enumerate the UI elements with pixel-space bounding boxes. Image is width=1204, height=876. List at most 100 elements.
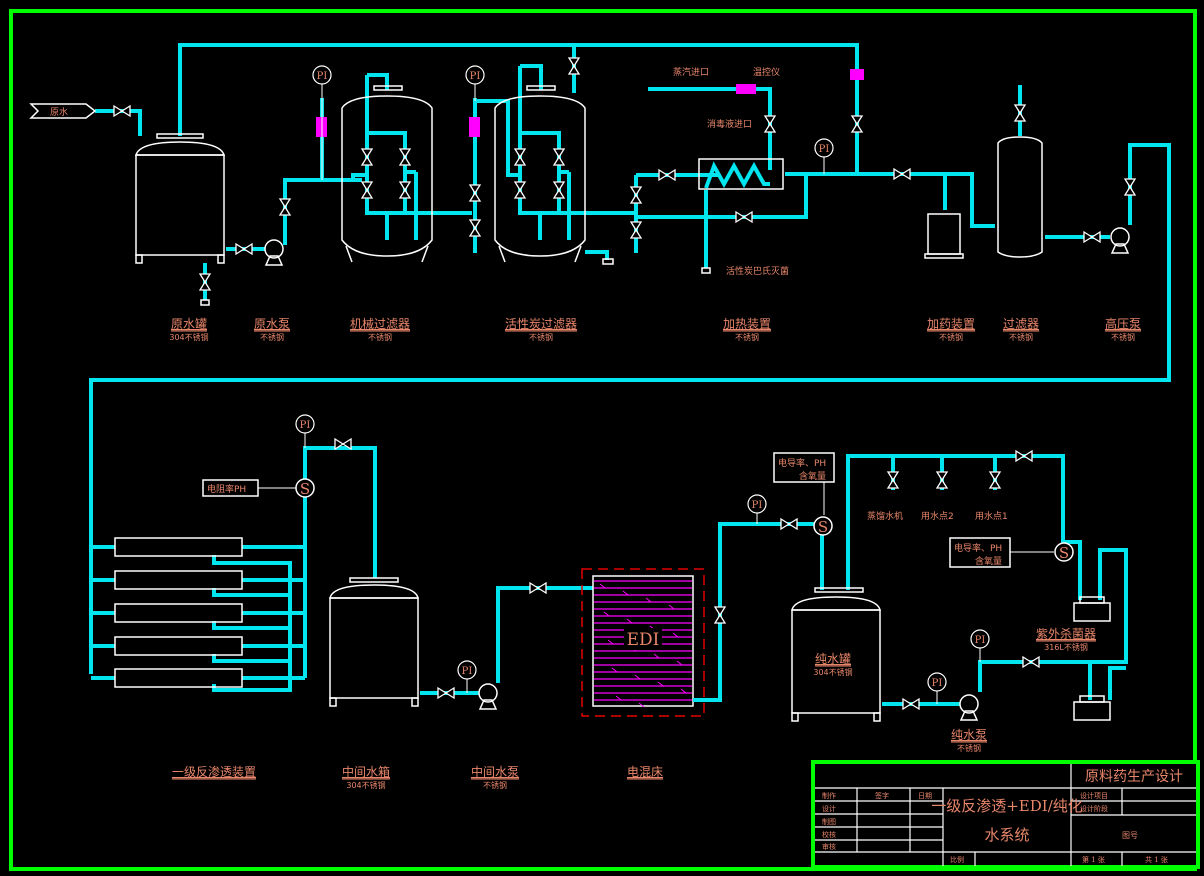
pi-label: PI xyxy=(752,500,763,511)
ro-membranes xyxy=(91,446,377,692)
project-name: 原料药生产设计 xyxy=(1085,769,1183,785)
intermediate-tank xyxy=(329,577,419,707)
ro-sensor-label: 电阻率PH xyxy=(207,483,246,495)
disinfectant-inlet-label: 消毒液进口 xyxy=(707,118,752,130)
equipment-labels: 原水罐304不锈钢原水泵不锈钢机械过滤器不锈钢活性炭过滤器不锈钢加热装置不锈钢加… xyxy=(169,316,1141,790)
pressure-gauge-icon xyxy=(457,660,477,680)
pressure-gauge-icon xyxy=(312,65,332,85)
title-block: 原料药生产设计 一级反渗透+EDI/纯化 水系统 制作 设计 制图 校核 审核 … xyxy=(811,760,1200,869)
valve-icon[interactable] xyxy=(437,686,455,700)
valve-icon[interactable] xyxy=(1015,449,1033,463)
svg-text:高压泵: 高压泵 xyxy=(1105,316,1141,331)
svg-text:304不锈钢: 304不锈钢 xyxy=(346,780,385,790)
valve-icon[interactable] xyxy=(1022,655,1040,669)
valve-icon[interactable] xyxy=(735,210,753,224)
svg-text:304不锈钢: 304不锈钢 xyxy=(169,332,208,342)
pressure-gauge-icon xyxy=(747,494,767,514)
raw-water-pump xyxy=(264,239,284,266)
valve-icon[interactable] xyxy=(360,181,374,199)
svg-text:过滤器: 过滤器 xyxy=(1003,317,1039,331)
svg-text:不锈钢: 不锈钢 xyxy=(368,332,392,342)
valve-icon[interactable] xyxy=(935,471,949,489)
svg-text:共 1 张: 共 1 张 xyxy=(1145,855,1168,864)
valve-icon[interactable] xyxy=(398,181,412,199)
svg-text:316L不锈钢: 316L不锈钢 xyxy=(1044,642,1088,652)
valve-icon[interactable] xyxy=(893,167,911,181)
valve-icon[interactable] xyxy=(334,437,352,451)
valve-icon[interactable] xyxy=(902,697,920,711)
valve-icon[interactable] xyxy=(763,115,777,133)
valve-icon[interactable] xyxy=(113,104,131,118)
svg-text:审核: 审核 xyxy=(822,842,836,851)
pressure-gauge-icon xyxy=(814,138,834,158)
valve-icon[interactable] xyxy=(1013,104,1027,122)
valve-icon[interactable] xyxy=(1123,178,1137,196)
intermediate-pump xyxy=(478,683,498,710)
svg-text:校核: 校核 xyxy=(822,830,836,839)
flow-meter-2 xyxy=(469,117,480,137)
valve-icon[interactable] xyxy=(235,242,253,256)
valve-icon[interactable] xyxy=(552,181,566,199)
pi-label: PI xyxy=(300,420,311,431)
valve-icon[interactable] xyxy=(529,581,547,595)
svg-text:电导率、PH: 电导率、PH xyxy=(954,542,1002,554)
valve-icon[interactable] xyxy=(629,221,643,239)
svg-text:不锈钢: 不锈钢 xyxy=(939,332,963,342)
valve-icon[interactable] xyxy=(850,115,864,133)
valve-icon[interactable] xyxy=(513,181,527,199)
valves[interactable] xyxy=(113,57,1137,711)
valve-icon[interactable] xyxy=(567,57,581,75)
pi-label: PI xyxy=(932,678,943,689)
valve-icon[interactable] xyxy=(780,517,798,531)
valve-icon[interactable] xyxy=(988,471,1002,489)
valve-icon[interactable] xyxy=(360,148,374,166)
valve-icon[interactable] xyxy=(513,148,527,166)
svg-text:第 1 张: 第 1 张 xyxy=(1082,855,1105,864)
svg-text:原水泵: 原水泵 xyxy=(254,317,290,331)
dosing-device xyxy=(924,213,964,259)
valve-icon[interactable] xyxy=(198,273,212,291)
svg-text:不锈钢: 不锈钢 xyxy=(1009,332,1033,342)
valve-icon[interactable] xyxy=(658,168,676,182)
svg-text:不锈钢: 不锈钢 xyxy=(735,332,759,342)
svg-text:图号: 图号 xyxy=(1122,831,1138,840)
valve-icon[interactable] xyxy=(1083,230,1101,244)
svg-text:含氧量: 含氧量 xyxy=(975,555,1002,567)
pressure-gauge-icon xyxy=(465,65,485,85)
svg-text:不锈钢: 不锈钢 xyxy=(529,332,553,342)
pi-label: PI xyxy=(317,71,328,82)
svg-text:含氧量: 含氧量 xyxy=(799,470,826,482)
valve-icon[interactable] xyxy=(629,186,643,204)
svg-text:电混床: 电混床 xyxy=(627,765,663,779)
pressure-gauge-icon xyxy=(970,629,990,649)
temp-controller xyxy=(736,84,756,94)
svg-text:机械过滤器: 机械过滤器 xyxy=(350,316,410,331)
svg-text:制作: 制作 xyxy=(822,791,836,800)
svg-text:中间水泵: 中间水泵 xyxy=(471,764,519,779)
valve-icon[interactable] xyxy=(713,606,727,624)
svg-text:不锈钢: 不锈钢 xyxy=(260,332,284,342)
valve-icon[interactable] xyxy=(278,198,292,216)
valve-icon[interactable] xyxy=(468,184,482,202)
valve-icon[interactable] xyxy=(552,148,566,166)
label-edi: 电混床 xyxy=(627,765,663,780)
raw-water-inlet: 原水 xyxy=(29,103,97,119)
svg-text:日期: 日期 xyxy=(918,792,932,800)
svg-text:纯水罐: 纯水罐 xyxy=(815,652,851,666)
steam-inlet-label: 蒸汽进口 xyxy=(673,66,709,78)
high-pressure-pump xyxy=(1110,227,1130,254)
valve-icon[interactable] xyxy=(886,471,900,489)
svg-text:加热装置: 加热装置 xyxy=(723,317,771,331)
pure-water-tank xyxy=(791,587,881,722)
valve-icon[interactable] xyxy=(398,148,412,166)
valve-icon[interactable] xyxy=(468,219,482,237)
top-pipes xyxy=(89,43,1171,674)
drawing-frame xyxy=(9,9,1197,871)
